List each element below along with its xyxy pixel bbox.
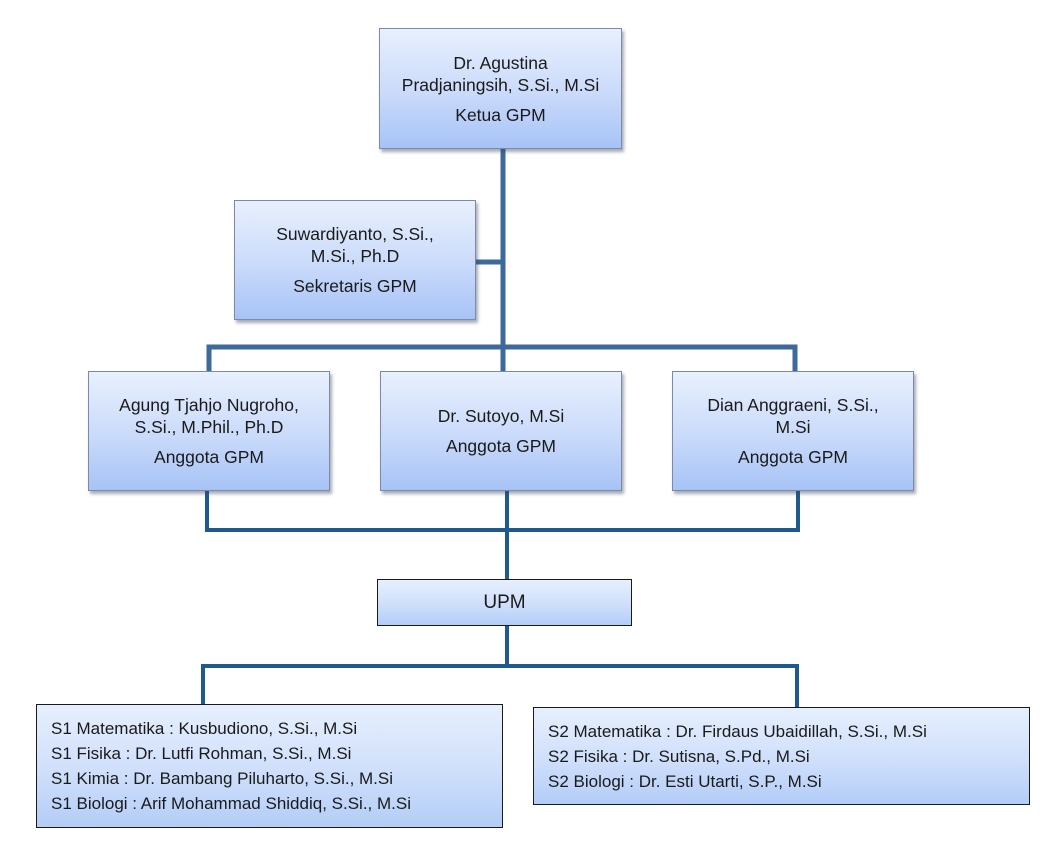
s2-program-item: S2 Biologi : Dr. Esti Utarti, S.P., M.Si <box>548 771 822 791</box>
member-1-role: Anggota GPM <box>154 447 264 467</box>
member-1-name-line1: Agung Tjahjo Nugroho, <box>119 395 299 415</box>
s1-program-item: S1 Kimia : Dr. Bambang Piluharto, S.Si.,… <box>51 769 394 788</box>
chair-name-line2: Pradjaningsih, S.Si., M.Si <box>401 74 600 95</box>
secretary-name-line1: Suwardiyanto, S.Si., <box>276 224 434 244</box>
connector-members-merge <box>205 490 800 532</box>
s2-program-item: S2 Matematika : Dr. Firdaus Ubaidillah, … <box>548 721 927 741</box>
chair-role: Ketua GPM <box>455 104 546 125</box>
s2-program-item: S2 Fisika : Dr. Sutisna, S.Pd., M.Si <box>548 746 810 766</box>
s1-program-item: S1 Fisika : Dr. Lutfi Rohman, S.Si., M.S… <box>51 744 352 763</box>
member-3-role: Anggota GPM <box>738 447 848 467</box>
connector-members-branch <box>206 344 798 375</box>
s1-program-item: S1 Matematika : Kusbudiono, S.Si., M.Si <box>51 719 358 738</box>
secretary-name-line2: M.Si., Ph.D <box>310 246 400 266</box>
member-2-name-line1: Dr. Sutoyo, M.Si <box>437 406 565 426</box>
s2-programs-box: S2 Matematika : Dr. Firdaus Ubaidillah, … <box>533 707 1030 805</box>
member-3-name-line2: M.Si <box>775 417 811 437</box>
secretary-box: Suwardiyanto, S.Si., M.Si., Ph.D Sekreta… <box>234 200 476 320</box>
member-3-name-line1: Dian Anggraeni, S.Si., <box>707 395 879 415</box>
s1-program-item: S1 Biologi : Arif Mohammad Shiddiq, S.Si… <box>51 794 411 813</box>
connector-programs-branch <box>201 664 799 710</box>
member-box-1: Agung Tjahjo Nugroho, S.Si., M.Phil., Ph… <box>88 371 330 491</box>
member-box-3: Dian Anggraeni, S.Si., M.Si Anggota GPM <box>672 371 914 491</box>
chair-box: Dr. Agustina Pradjaningsih, S.Si., M.Si … <box>379 28 622 149</box>
upm-box: UPM <box>377 579 632 626</box>
s1-programs-box: S1 Matematika : Kusbudiono, S.Si., M.Si … <box>36 704 503 828</box>
chair-name-line1: Dr. Agustina <box>453 52 548 73</box>
member-2-role: Anggota GPM <box>446 436 556 456</box>
member-box-2: Dr. Sutoyo, M.Si Anggota GPM <box>380 371 622 491</box>
secretary-role: Sekretaris GPM <box>293 276 417 296</box>
upm-label: UPM <box>483 591 526 613</box>
member-1-name-line2: S.Si., M.Phil., Ph.D <box>134 417 284 437</box>
